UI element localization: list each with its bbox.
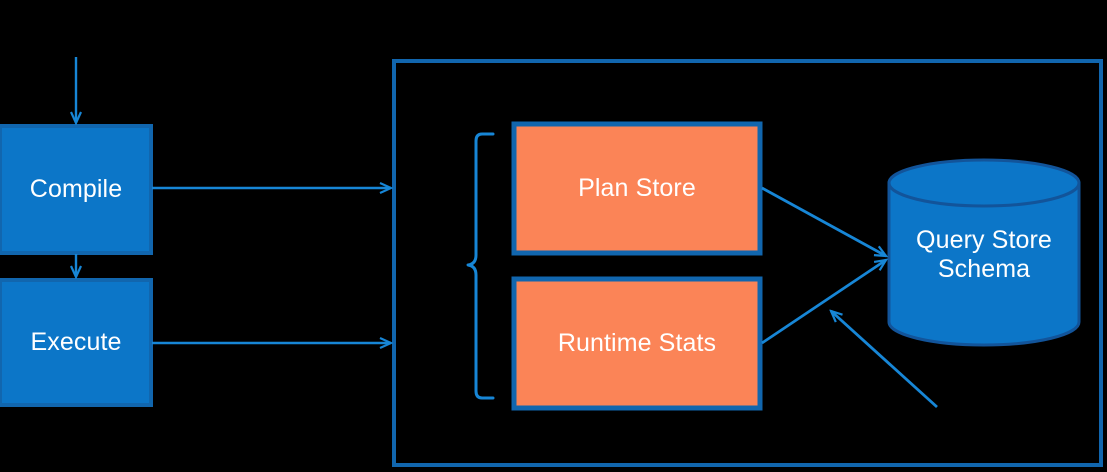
execute-box[interactable] xyxy=(0,278,153,407)
query-store-schema-cylinder[interactable] xyxy=(887,158,1081,347)
arrow-planstore-to-schema xyxy=(761,186,886,256)
compile-box[interactable] xyxy=(0,124,153,255)
runtime-stats-box[interactable] xyxy=(511,276,763,411)
arrow-runtimestats-to-schema xyxy=(761,260,886,345)
grouping-brace-icon xyxy=(466,132,495,400)
query-store-container xyxy=(392,59,1103,467)
arrow-external-to-schema xyxy=(831,311,938,409)
plan-store-box[interactable] xyxy=(511,121,763,256)
